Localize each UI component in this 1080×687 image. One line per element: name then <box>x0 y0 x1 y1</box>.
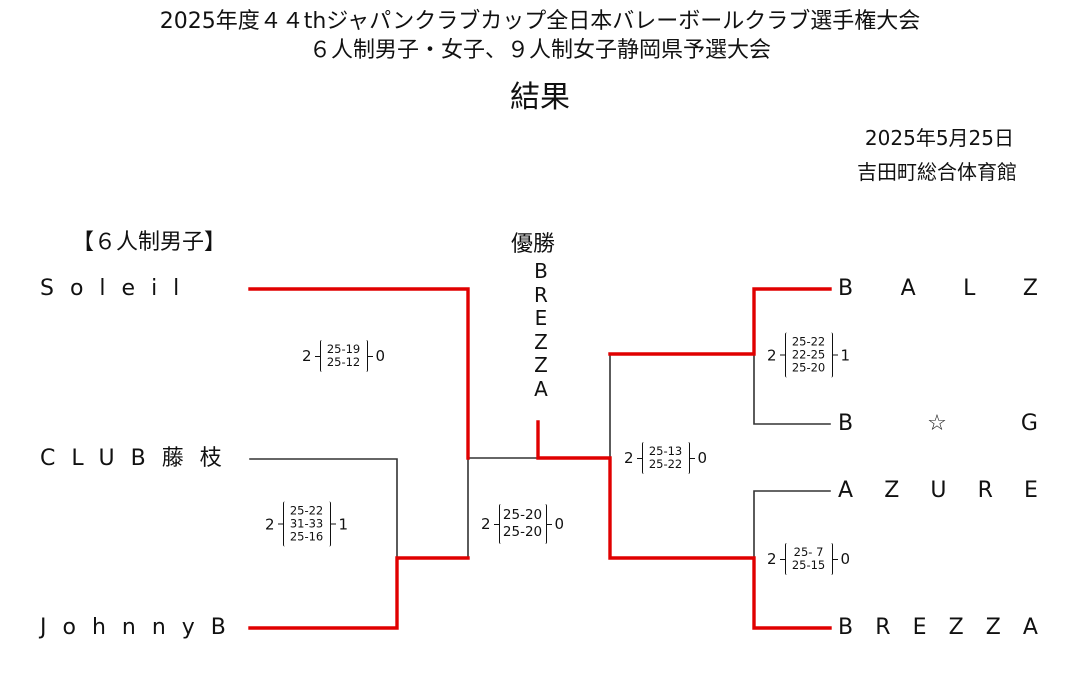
set-score: 25-13 <box>648 444 683 458</box>
team-letter: Z <box>985 615 1001 640</box>
match-score-azure-vs-brezza: 2 25- 7 25-15 0 <box>764 543 853 575</box>
team-azure: A Z U R E <box>838 478 1038 504</box>
winner-sets: 2 <box>302 347 312 365</box>
tournament-title: 2025年度４４thジャパンクラブカップ全日本バレーボールクラブ選手権大会 <box>159 9 921 34</box>
loser-sets: 1 <box>840 346 851 364</box>
loser-sets: 0 <box>697 449 708 467</box>
tournament-subtitle: ６人制男子・女子、９人制女子静岡県予選大会 <box>308 38 771 63</box>
team-letter: B <box>838 615 854 640</box>
set-score: 25-20 <box>791 360 826 375</box>
page-title: 結果 <box>510 80 570 115</box>
line-soleil <box>248 287 470 460</box>
team-letter: B <box>838 411 854 436</box>
team-letter: R <box>875 615 891 640</box>
line-azure <box>753 490 831 559</box>
set-score: 25-22 <box>791 334 826 349</box>
set-score: 25-15 <box>791 558 826 572</box>
line-brezza <box>536 420 832 630</box>
team-balz: B A L Z <box>838 276 1038 302</box>
set-score: 25- 7 <box>793 545 824 559</box>
team-brezza: B R E Z Z A <box>838 615 1038 641</box>
winner-sets: 2 <box>767 550 777 568</box>
set-scores: 25-13 25-22 <box>641 442 690 474</box>
team-letter: R <box>977 478 993 503</box>
winner-sets: 2 <box>481 515 491 533</box>
loser-sets: 0 <box>840 550 851 568</box>
team-letter: E <box>912 615 927 640</box>
team-letter: E <box>1024 478 1038 503</box>
line-club-fujieda <box>249 458 398 559</box>
event-venue: 吉田町総合体育館 <box>857 160 1017 184</box>
team-club-fujieda: CLUB藤枝 <box>40 446 238 471</box>
set-score: 25-20 <box>502 524 543 540</box>
line-semi-left-loser <box>396 457 469 559</box>
set-score: 22-25 <box>791 347 826 362</box>
team-letter: A <box>1022 615 1038 640</box>
match-score-club-vs-johnny: 2 25-22 31-33 25-16 1 <box>262 501 351 547</box>
match-score-right-semi: 2 25-13 25-22 0 <box>621 442 710 474</box>
team-soleil: Soleil <box>40 276 196 301</box>
team-letter: G <box>1020 411 1038 436</box>
team-letter: A <box>900 276 916 301</box>
set-score: 25-22 <box>289 503 324 518</box>
champion-label: 優勝 <box>511 232 556 257</box>
set-scores: 25-22 31-33 25-16 <box>282 501 331 547</box>
set-scores: 25-22 22-25 25-20 <box>784 332 833 378</box>
set-score: 25-19 <box>326 342 361 356</box>
team-letter: Z <box>1022 276 1038 301</box>
set-score: 25-20 <box>502 507 543 523</box>
section-label: 【６人制男子】 <box>72 230 227 255</box>
match-score-final: 2 25-20 25-20 0 <box>478 504 567 544</box>
team-letter: B <box>838 276 854 301</box>
winner-sets: 2 <box>767 346 777 364</box>
loser-sets: 0 <box>554 515 565 533</box>
team-bstarg: B ☆ G <box>838 411 1038 437</box>
set-score: 25-16 <box>289 529 324 544</box>
line-bstarg <box>753 353 831 425</box>
team-letter: Z <box>948 615 964 640</box>
team-letter: A <box>838 478 854 503</box>
team-letter: Z <box>884 478 900 503</box>
winner-sets: 2 <box>265 515 275 533</box>
set-score: 25-22 <box>648 457 683 471</box>
loser-sets: 1 <box>338 515 349 533</box>
match-score-balz-vs-bstarg: 2 25-22 22-25 25-20 1 <box>764 332 853 378</box>
event-date: 2025年5月25日 <box>864 126 1014 150</box>
team-letter: U <box>930 478 947 503</box>
team-letter: ☆ <box>927 411 947 436</box>
line-johnnyb <box>248 556 470 630</box>
set-score: 25-12 <box>326 355 361 369</box>
set-score: 31-33 <box>289 516 324 531</box>
match-score-soleil-semi: 2 25-19 25-12 0 <box>299 340 388 372</box>
set-scores: 25-20 25-20 <box>498 504 547 544</box>
team-letter: L <box>963 276 976 301</box>
winner-sets: 2 <box>624 449 634 467</box>
loser-sets: 0 <box>375 347 386 365</box>
line-balz <box>608 287 832 356</box>
team-johnnyb: JohnnyB <box>40 615 242 640</box>
set-scores: 25- 7 25-15 <box>784 543 833 575</box>
set-scores: 25-19 25-12 <box>319 340 368 372</box>
champion-name: BREZZA <box>534 259 548 401</box>
